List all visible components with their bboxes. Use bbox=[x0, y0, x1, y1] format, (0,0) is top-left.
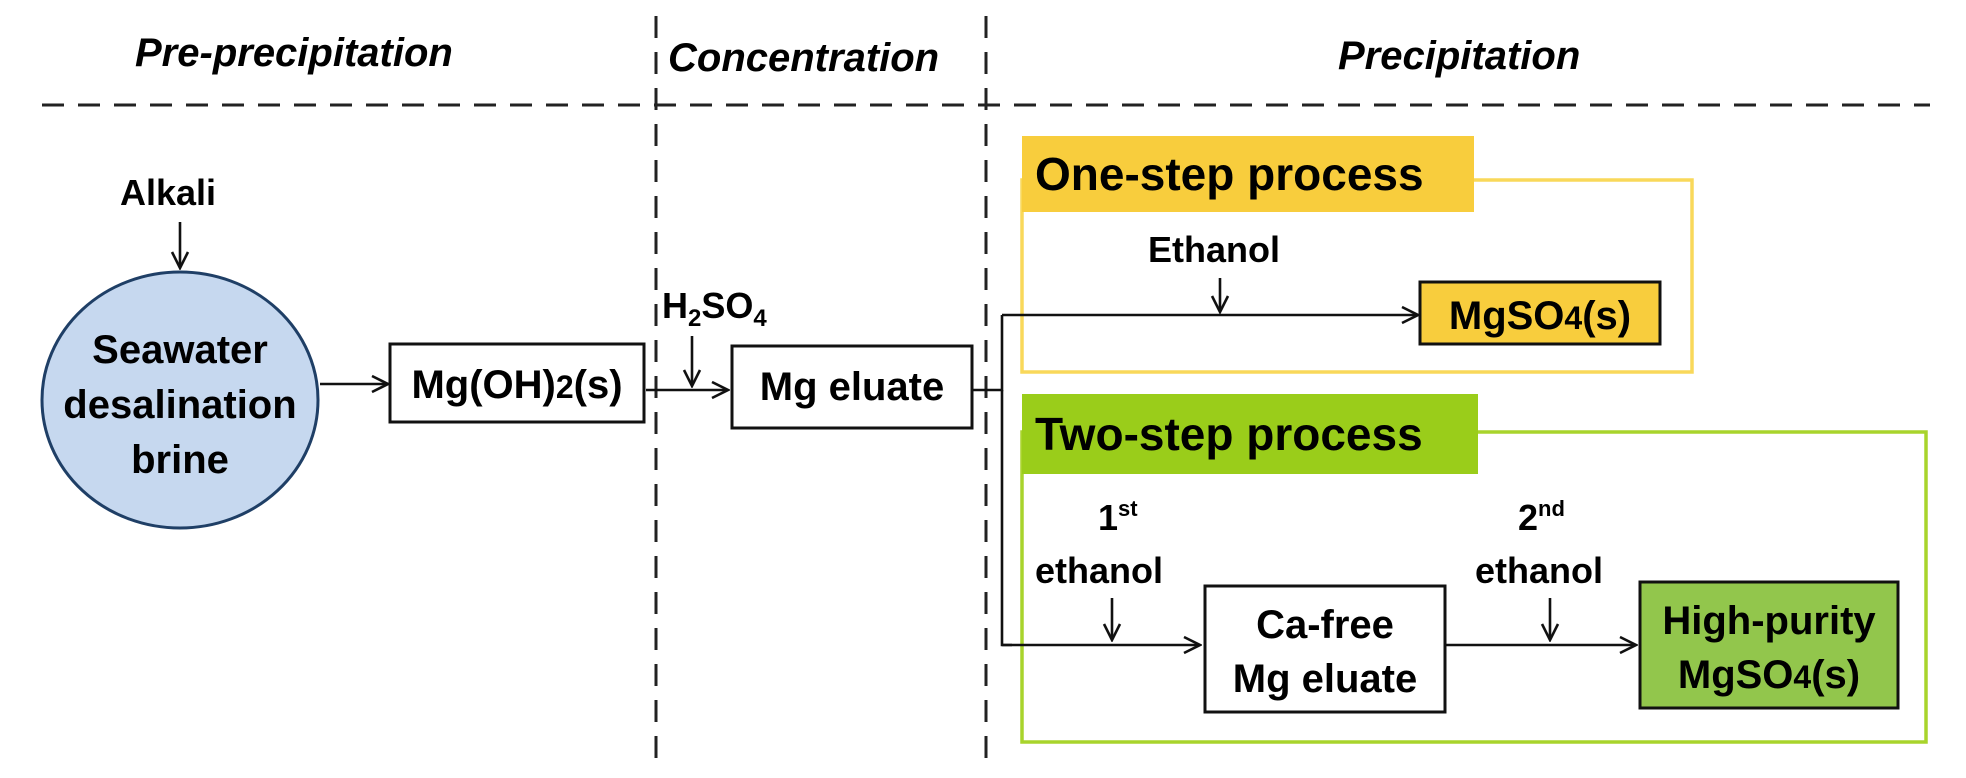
first-ethanol-number: 1st bbox=[1098, 496, 1138, 538]
mg-oh2-label: Mg(OH)2(s) bbox=[411, 363, 622, 407]
two-step-title-badge bbox=[1022, 394, 1478, 474]
one-step-product-label: MgSO4(s) bbox=[1449, 294, 1631, 338]
brine-label-line-1: Seawater bbox=[92, 328, 268, 372]
two-step-title: Two-step process bbox=[1035, 408, 1423, 460]
mg-oh2-box bbox=[388, 342, 646, 424]
mg-eluate-box bbox=[730, 344, 974, 430]
first-ethanol-label: ethanol bbox=[1035, 550, 1163, 591]
brine-label-line-2: desalination bbox=[63, 383, 296, 427]
brine-circle bbox=[40, 270, 320, 530]
header-precipitation: Precipitation bbox=[1338, 34, 1580, 78]
header-pre-precipitation: Pre-precipitation bbox=[135, 31, 453, 75]
ca-free-label-line-2: Mg eluate bbox=[1233, 657, 1417, 701]
ca-free-eluate-box bbox=[1203, 584, 1447, 714]
high-purity-label-line-1: High-purity bbox=[1662, 599, 1876, 643]
alkali-label: Alkali bbox=[120, 172, 216, 213]
high-purity-label-line-2: MgSO4(s) bbox=[1678, 653, 1860, 697]
second-ethanol-number: 2nd bbox=[1518, 496, 1565, 538]
mg-eluate-label: Mg eluate bbox=[760, 365, 944, 409]
branch-connector-down bbox=[1000, 390, 1012, 647]
one-step-reagent-label: Ethanol bbox=[1148, 229, 1280, 270]
one-step-product-box bbox=[1418, 280, 1662, 346]
one-step-title-badge bbox=[1022, 136, 1474, 212]
header-concentration: Concentration bbox=[668, 36, 939, 80]
brine-label-line-3: brine bbox=[131, 438, 229, 482]
h2so4-label: H2SO4 bbox=[662, 285, 767, 332]
ca-free-label-line-1: Ca-free bbox=[1256, 603, 1394, 647]
second-ethanol-label: ethanol bbox=[1475, 550, 1603, 591]
one-step-title: One-step process bbox=[1035, 148, 1424, 200]
high-purity-product-box bbox=[1638, 580, 1900, 710]
